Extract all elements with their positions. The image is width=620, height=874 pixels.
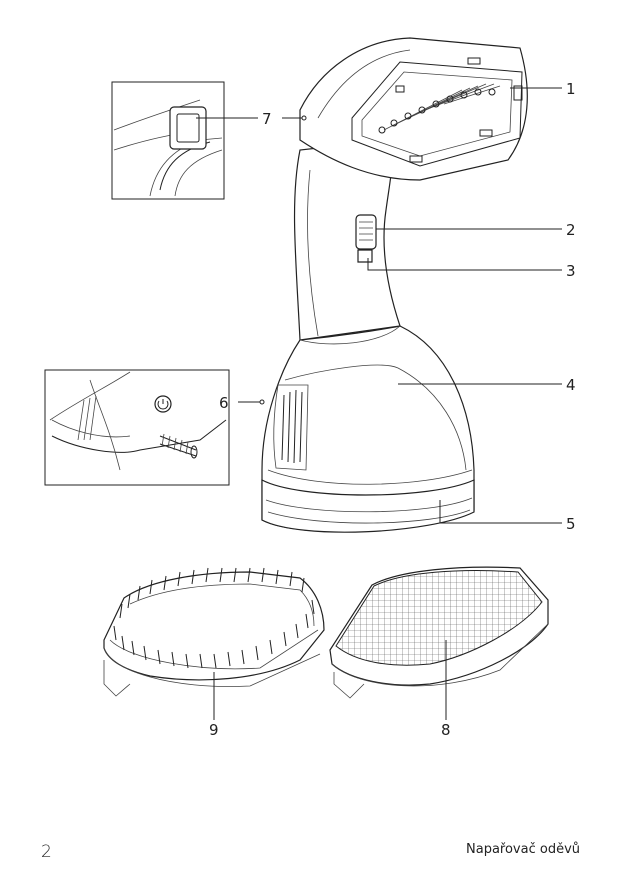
inset-power [44, 369, 230, 486]
brush-bristles [113, 567, 315, 669]
tank-bottom-rim [261, 479, 475, 533]
callout-4: 4 [566, 376, 576, 394]
document-title: Napařovač oděvů [466, 842, 580, 857]
callout-1: 1 [566, 80, 576, 98]
lock-button [357, 249, 373, 263]
indicator-light [169, 106, 207, 150]
brush-attachment [103, 567, 325, 697]
callout-3: 3 [566, 262, 576, 280]
steam-vents [378, 83, 501, 134]
callout-2: 2 [566, 221, 576, 239]
leader-lines [196, 87, 562, 720]
callout-6: 6 [219, 394, 229, 412]
callout-7: 7 [262, 110, 272, 128]
inset-indicator [111, 81, 225, 200]
page-number: 2 [41, 842, 52, 862]
steam-head [299, 37, 528, 181]
callout-9: 9 [209, 721, 219, 739]
fabric-attachment [329, 566, 549, 699]
side-grip [273, 384, 309, 471]
garment-steamer [261, 37, 528, 533]
steam-soleplate [351, 61, 523, 167]
callout-5: 5 [566, 515, 576, 533]
steam-button [355, 214, 377, 250]
callout-8: 8 [441, 721, 451, 739]
power-cord [159, 433, 198, 459]
